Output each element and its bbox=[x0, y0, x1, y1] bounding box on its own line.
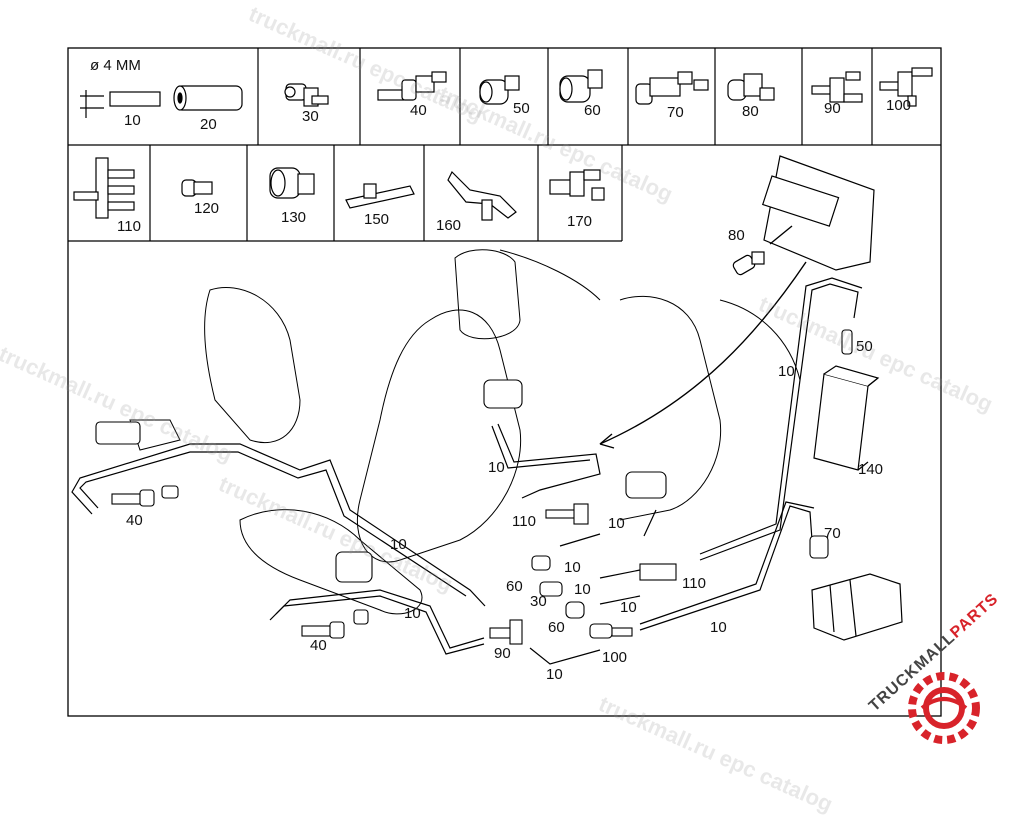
legend-part-160: 160 bbox=[436, 217, 462, 234]
legend-grid bbox=[68, 48, 941, 242]
callout-10: 10 bbox=[778, 363, 795, 380]
line-connectors bbox=[95, 329, 853, 645]
callout-10: 10 bbox=[710, 619, 727, 636]
callout-80: 80 bbox=[728, 227, 745, 244]
callout-110: 110 bbox=[682, 575, 706, 592]
fitting-70-icon bbox=[635, 71, 709, 105]
callout-50: 50 bbox=[856, 338, 873, 355]
pump-unit bbox=[811, 573, 903, 641]
callout-70: 70 bbox=[824, 525, 841, 542]
clip-160-icon bbox=[447, 170, 517, 221]
legend-part-30: 30 bbox=[302, 108, 319, 125]
tubing bbox=[71, 277, 863, 665]
legend-part-170: 170 bbox=[567, 213, 593, 230]
callout-40: 40 bbox=[126, 512, 143, 529]
callout-140: 140 bbox=[858, 461, 884, 478]
truckmall-logo-icon bbox=[908, 672, 980, 744]
connection-arrow bbox=[599, 225, 807, 449]
legend-part-40: 40 bbox=[410, 102, 427, 119]
tee-90-icon bbox=[811, 71, 863, 103]
callout-60: 60 bbox=[506, 578, 523, 595]
callout-10: 10 bbox=[488, 459, 505, 476]
fitting-130-icon bbox=[269, 167, 315, 199]
callout-10: 10 bbox=[404, 605, 421, 622]
fitting-50-icon bbox=[479, 75, 520, 105]
control-unit bbox=[761, 155, 875, 271]
seat-illustration bbox=[129, 249, 801, 615]
legend-part-120: 120 bbox=[194, 200, 220, 217]
fitting-80-part bbox=[732, 251, 765, 276]
legend-part-80: 80 bbox=[742, 103, 759, 120]
fitting-60-icon bbox=[559, 69, 603, 103]
tube-10-icon bbox=[109, 91, 161, 107]
callout-10: 10 bbox=[390, 536, 407, 553]
reservoir-140 bbox=[813, 365, 880, 471]
connector-120-icon bbox=[181, 179, 213, 197]
callout-10: 10 bbox=[574, 581, 591, 598]
legend-part-110: 110 bbox=[117, 218, 141, 235]
callout-110: 110 bbox=[512, 513, 536, 530]
diameter-label: ø 4 MM bbox=[90, 57, 141, 74]
legend-part-20: 20 bbox=[200, 116, 217, 133]
callout-40: 40 bbox=[310, 637, 327, 654]
tee-100-icon bbox=[879, 67, 933, 107]
callout-10: 10 bbox=[564, 559, 581, 576]
manifold-110-icon bbox=[73, 157, 135, 219]
callout-60: 60 bbox=[548, 619, 565, 636]
legend-part-60: 60 bbox=[584, 102, 601, 119]
legend-part-70: 70 bbox=[667, 104, 684, 121]
callout-100: 100 bbox=[602, 649, 628, 666]
callout-10-bottom: 10 bbox=[546, 666, 563, 683]
callout-30: 30 bbox=[530, 593, 547, 610]
legend-part-150: 150 bbox=[364, 211, 390, 228]
cable-tie-150-icon bbox=[345, 183, 415, 209]
callout-10: 10 bbox=[620, 599, 637, 616]
elbow-30-icon bbox=[284, 83, 329, 107]
legend-part-50: 50 bbox=[513, 100, 530, 117]
parts-diagram bbox=[67, 47, 980, 744]
callout-90: 90 bbox=[494, 645, 511, 662]
legend-part-130: 130 bbox=[281, 209, 307, 226]
connector-40-icon bbox=[377, 71, 447, 101]
fitting-80-icon bbox=[727, 73, 775, 101]
legend-part-100: 100 bbox=[886, 97, 912, 114]
legend-part-10: 10 bbox=[124, 112, 141, 129]
callout-10: 10 bbox=[608, 515, 625, 532]
legend-part-90: 90 bbox=[824, 100, 841, 117]
fitting-170-icon bbox=[549, 169, 605, 201]
